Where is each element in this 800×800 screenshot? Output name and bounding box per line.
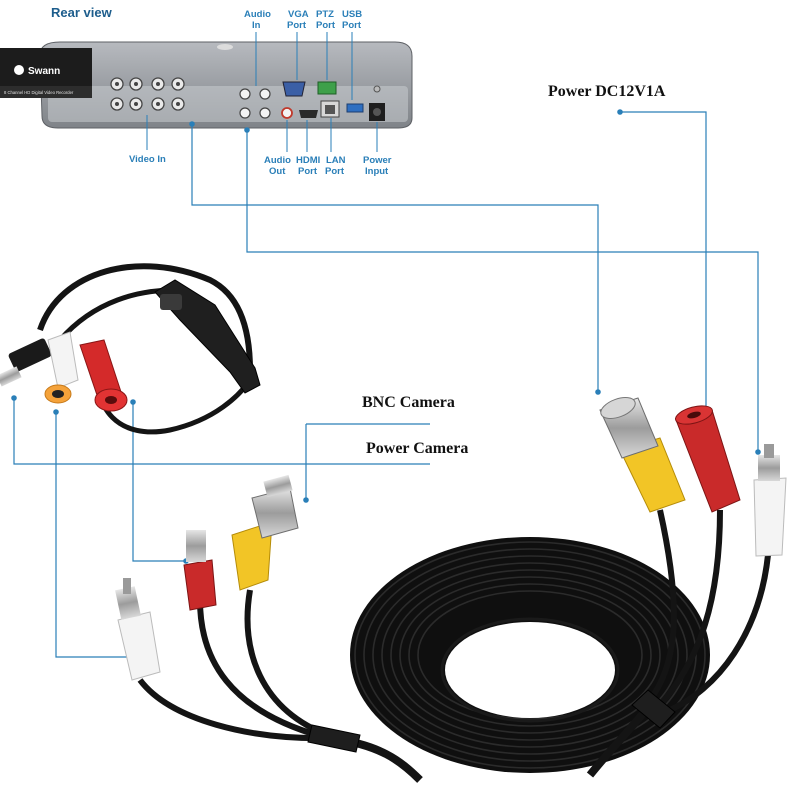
- connection-leader-lines: [11, 109, 761, 660]
- vga-port: [282, 81, 306, 97]
- svg-text:Out: Out: [269, 166, 286, 177]
- white-rca-plug-left: [115, 578, 161, 681]
- dvr-brand: Swann: [28, 66, 60, 77]
- svg-text:Audio: Audio: [244, 9, 271, 20]
- svg-text:LAN: LAN: [326, 155, 346, 166]
- svg-text:In: In: [252, 20, 261, 31]
- label-hdmi-port: HDMI Port: [296, 155, 320, 177]
- video-in-bnc-ports: [110, 77, 185, 111]
- mic-white-rca: [47, 331, 79, 389]
- cable-coil: [350, 537, 710, 773]
- svg-text:Port: Port: [287, 20, 307, 31]
- right-cable-branch: [586, 397, 787, 778]
- right-splitter-boot: [631, 689, 676, 729]
- dvr-leader-lines: [146, 32, 378, 152]
- mic-dc-plug: [8, 338, 52, 372]
- title: Rear view: [51, 5, 113, 20]
- audio-in-rca-ports: [239, 88, 271, 119]
- label-vga-port: VGA Port: [287, 9, 309, 31]
- label-power-dc: Power DC12V1A: [548, 83, 666, 100]
- label-bnc-camera: BNC Camera: [362, 394, 455, 411]
- svg-text:Port: Port: [342, 20, 362, 31]
- left-cable-branch: [115, 474, 423, 783]
- svg-text:USB: USB: [342, 9, 362, 20]
- label-power-input: Power Input: [363, 155, 392, 177]
- label-ptz-port: PTZ Port: [316, 9, 336, 31]
- swann-logo-icon: [14, 65, 24, 75]
- svg-text:Power: Power: [363, 155, 392, 166]
- microphone-cable: [0, 263, 261, 435]
- svg-text:VGA: VGA: [288, 9, 309, 20]
- svg-text:Input: Input: [365, 166, 389, 177]
- label-usb-port: USB Port: [342, 9, 362, 31]
- white-rca-plug-right: [753, 444, 787, 557]
- label-power-camera: Power Camera: [366, 440, 468, 457]
- red-dc-plug-left: [183, 530, 217, 611]
- usb-port: [346, 103, 364, 113]
- ptz-port: [317, 81, 337, 95]
- svg-text:Audio: Audio: [264, 155, 291, 166]
- label-audio-out: Audio Out: [264, 155, 291, 177]
- microphone-icon: [160, 294, 182, 310]
- svg-text:HDMI: HDMI: [296, 155, 320, 166]
- svg-text:Port: Port: [298, 166, 318, 177]
- audio-out-rca-port: [281, 107, 293, 119]
- label-video-in: Video In: [129, 154, 166, 165]
- label-audio-in: Audio In: [244, 9, 271, 31]
- dvr-subtitle: 8 Channel HD Digital Video Recorder: [4, 90, 74, 95]
- red-power-jack-right: [675, 405, 741, 513]
- hdmi-port: [299, 110, 318, 118]
- left-splitter-boot: [307, 724, 361, 753]
- svg-text:Port: Port: [316, 20, 336, 31]
- yellow-bnc-plug-right: [599, 397, 686, 513]
- dvr-unit: Swann 8 Channel HD Digital Video Recorde…: [0, 41, 413, 129]
- yellow-bnc-plug-left: [231, 474, 299, 591]
- label-lan-port: LAN Port: [325, 155, 346, 177]
- svg-text:PTZ: PTZ: [316, 9, 334, 20]
- svg-text:Port: Port: [325, 166, 345, 177]
